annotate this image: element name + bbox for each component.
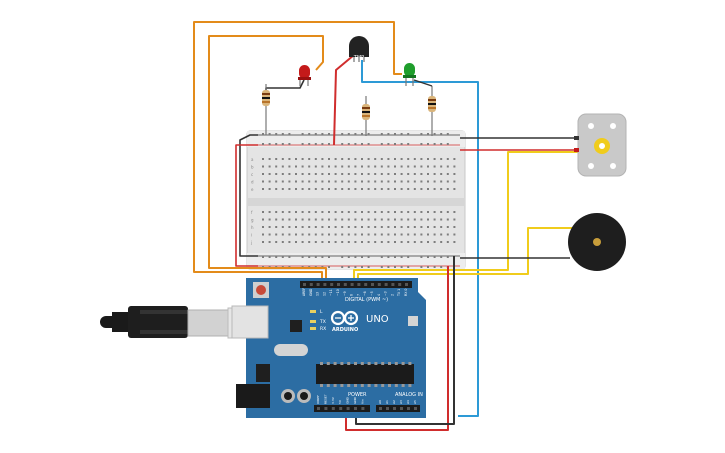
analog-pin-label: A3 (399, 400, 403, 404)
digital-header-label: DIGITAL (PWM ~) (345, 297, 388, 303)
usb-port (231, 305, 269, 339)
digital-pin-label: 8 (350, 294, 354, 296)
breadboard-row-label: h (251, 225, 254, 230)
digital-pin-label: ~10 (336, 289, 340, 296)
breadboard-row-label: i (251, 233, 252, 238)
digital-pin-label: ~5 (370, 291, 374, 296)
breadboard-row-label: g (251, 218, 254, 223)
analog-pin-label: A5 (413, 400, 417, 404)
breadboard-row-label: c (251, 172, 253, 177)
piezo-buzzer (568, 213, 626, 271)
power-pin-label: GND (353, 396, 357, 404)
digital-pin-label: TX 1 (397, 289, 401, 297)
breadboard-row-label: a (251, 157, 254, 162)
led-green (403, 63, 416, 86)
wire-red-vcc (333, 54, 355, 146)
power-pin-label: GND (346, 396, 350, 404)
power-pin-label: 3.3V (331, 396, 335, 404)
wire-red-5v (345, 266, 449, 431)
breadboard-row-label: d (251, 180, 254, 185)
arduino-brand: ARDUINO (332, 327, 358, 333)
arduino-model: UNO (366, 314, 389, 325)
digital-pin-label: ~3 (384, 291, 388, 296)
temperature-sensor: TMP (349, 36, 369, 62)
led-red (298, 65, 311, 86)
wire-black-led (265, 79, 305, 97)
led-l-label: L (320, 309, 323, 315)
digital-pin-label: 12 (322, 292, 326, 296)
wire-orange-outer (193, 21, 402, 280)
power-pin-label: IOREF (316, 395, 320, 404)
analog-pin-label: A0 (378, 400, 382, 404)
wires (193, 21, 582, 431)
breadboard-row-label: f (251, 210, 253, 215)
analog-pin-label: A1 (385, 400, 389, 404)
breadboard-row-label: e (251, 187, 254, 192)
analog-header-label: ANALOG IN (395, 392, 423, 398)
power-pin-label: RESET (323, 394, 327, 404)
breadboard-row-label: j (250, 240, 252, 245)
digital-pin-label: GND (309, 288, 313, 296)
wire-yellow-buzzer (357, 227, 580, 280)
wire-black-gnd-left (239, 134, 258, 257)
digital-pin-label: ~11 (329, 289, 333, 296)
analog-pin-label: A2 (392, 400, 396, 404)
digital-pin-label: ~9 (343, 291, 347, 296)
resistor-middle (362, 96, 370, 136)
wire-orange-inner (208, 35, 327, 280)
digital-pin-label: 2 (390, 294, 394, 296)
dc-motor (574, 113, 627, 177)
breadboard-row-label: b (251, 165, 254, 170)
arduino-logo-icon (330, 310, 359, 326)
power-pin-label: Vin (360, 399, 364, 404)
digital-pin-label: 7 (356, 294, 360, 296)
digital-pin-label: 4 (377, 294, 381, 296)
analog-pin-label: A4 (406, 400, 410, 404)
resistor-right (428, 86, 436, 136)
power-pin-label: 5V (338, 399, 342, 404)
digital-pin-label: 13 (316, 292, 320, 296)
digital-pin-label: RX 0 (404, 289, 408, 296)
wire-yellow-motor (353, 151, 582, 280)
resistor-left (262, 84, 270, 135)
wire-red-pwr-left (235, 144, 258, 267)
led-tx-label: TX (319, 319, 326, 325)
power-header-label: POWER (348, 392, 367, 398)
wire-blue-sensor (361, 60, 479, 417)
led-rx-label: RX (320, 326, 326, 332)
digital-pin-label: AREF (302, 288, 306, 296)
digital-pin-label: ~6 (363, 291, 367, 296)
